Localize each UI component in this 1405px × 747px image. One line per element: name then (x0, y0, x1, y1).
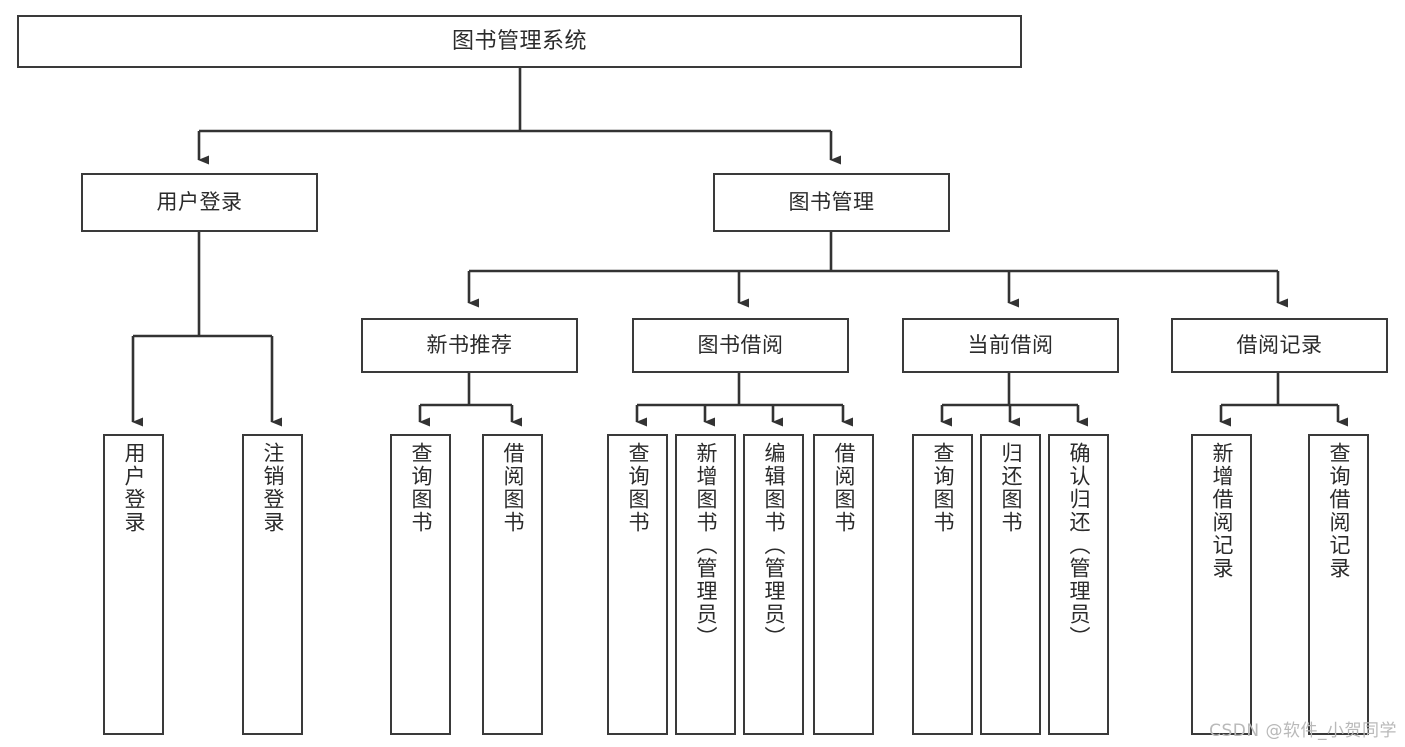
leaf-user-login-login[interactable]: 用户登录 (103, 434, 164, 735)
node-label: 图书借阅 (697, 333, 784, 358)
node-label: 确认归还（管理员） (1067, 442, 1091, 649)
node-root-book-management-system[interactable]: 图书管理系统 (17, 15, 1022, 68)
leaf-book-borrow-edit[interactable]: 编辑图书（管理员） (743, 434, 804, 735)
node-label: 图书管理 (788, 190, 875, 215)
connector-root-to-level2 (197, 68, 841, 165)
node-new-book-recommend[interactable]: 新书推荐 (361, 318, 578, 373)
leaf-current-borrow-confirm-return[interactable]: 确认归还（管理员） (1048, 434, 1109, 735)
node-label: 用户登录 (122, 442, 146, 534)
connector-record-to-leaves (1219, 373, 1348, 427)
node-label: 注销登录 (261, 442, 285, 534)
watermark-csdn: CSDN @软件_小贺同学 (1209, 721, 1397, 741)
node-label: 用户登录 (156, 190, 243, 215)
leaf-current-borrow-return[interactable]: 归还图书 (980, 434, 1041, 735)
connector-userlogin-to-leaves (131, 232, 282, 427)
leaf-book-borrow-query[interactable]: 查询图书 (607, 434, 668, 735)
node-label: 查询图书 (626, 442, 650, 534)
node-label: 借阅图书 (501, 442, 525, 534)
leaf-book-borrow-add[interactable]: 新增图书（管理员） (675, 434, 736, 735)
connector-newbook-to-leaves (418, 373, 522, 427)
leaf-record-query[interactable]: 查询借阅记录 (1308, 434, 1369, 735)
connector-bookmgmt-to-level3 (467, 232, 1288, 308)
node-label: 新书推荐 (426, 333, 513, 358)
node-book-borrow[interactable]: 图书借阅 (632, 318, 849, 373)
node-label: 查询借阅记录 (1327, 442, 1351, 580)
node-label: 新增借阅记录 (1210, 442, 1234, 580)
leaf-current-borrow-query[interactable]: 查询图书 (912, 434, 973, 735)
node-label: 新增图书（管理员） (694, 442, 718, 649)
node-label: 图书管理系统 (451, 28, 587, 54)
connector-borrow-to-leaves (635, 373, 853, 427)
node-current-borrow[interactable]: 当前借阅 (902, 318, 1119, 373)
node-label: 归还图书 (999, 442, 1023, 534)
node-label: 编辑图书（管理员） (762, 442, 786, 649)
connector-current-to-leaves (940, 373, 1088, 427)
node-label: 查询图书 (409, 442, 433, 534)
leaf-new-book-query[interactable]: 查询图书 (390, 434, 451, 735)
node-book-management[interactable]: 图书管理 (713, 173, 950, 232)
node-user-login[interactable]: 用户登录 (81, 173, 318, 232)
leaf-new-book-borrow[interactable]: 借阅图书 (482, 434, 543, 735)
node-label: 当前借阅 (967, 333, 1054, 358)
node-borrow-record[interactable]: 借阅记录 (1171, 318, 1388, 373)
leaf-book-borrow-borrow[interactable]: 借阅图书 (813, 434, 874, 735)
leaf-user-login-logout[interactable]: 注销登录 (242, 434, 303, 735)
node-label: 借阅图书 (832, 442, 856, 534)
leaf-record-add[interactable]: 新增借阅记录 (1191, 434, 1252, 735)
node-label: 借阅记录 (1236, 333, 1323, 358)
node-label: 查询图书 (931, 442, 955, 534)
